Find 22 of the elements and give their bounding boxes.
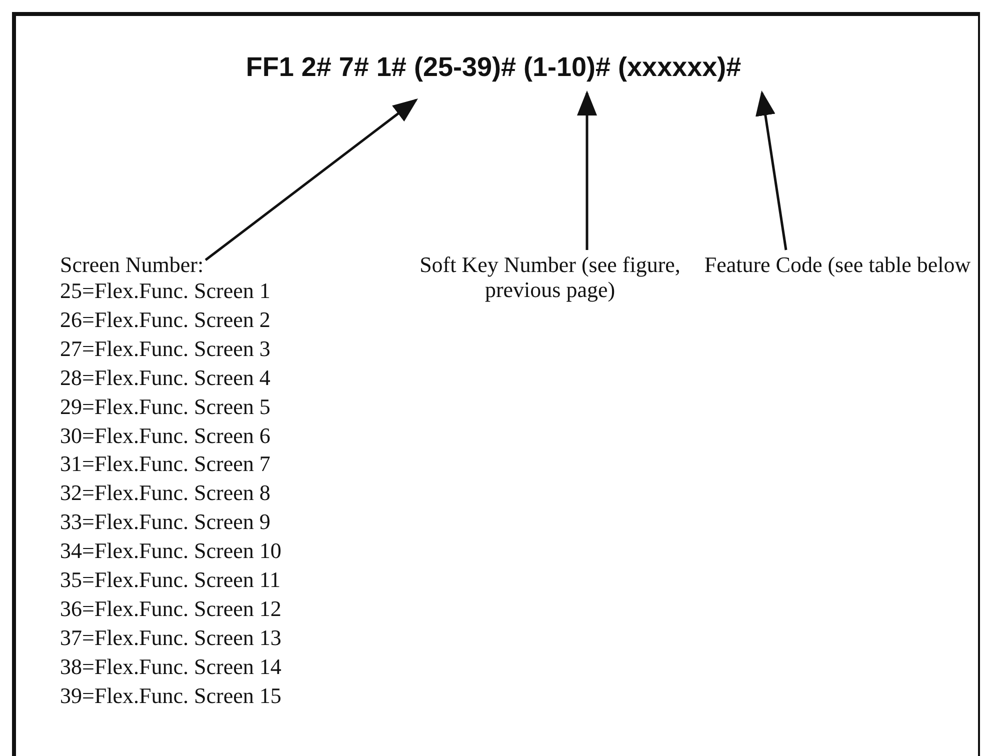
list-item: 25=Flex.Func. Screen 1 — [60, 278, 270, 304]
leader-arrow — [204, 98, 418, 261]
list-item: 34=Flex.Func. Screen 10 — [60, 538, 282, 564]
list-item: 39=Flex.Func. Screen 15 — [60, 682, 282, 709]
annotation-text: Feature Code (see table below — [700, 252, 975, 277]
list-item: 28=Flex.Func. Screen 4 — [60, 364, 270, 391]
list-item: 30=Flex.Func. Screen 6 — [60, 422, 270, 448]
leader-arrow — [756, 90, 788, 250]
list-item: 31=Flex.Func. Screen 7 — [60, 451, 270, 478]
code-line: FF1 2# 7# 1# (25-39)# (1-10)# (xxxxxx)# — [244, 52, 742, 83]
list-item: 35=Flex.Func. Screen 11 — [60, 567, 281, 593]
annotation-text: Soft Key Number (see figure, previous page) — [400, 252, 700, 302]
list-item: 36=Flex.Func. Screen 12 — [60, 596, 282, 622]
list-item: 32=Flex.Func. Screen 8 — [60, 480, 270, 506]
leader-arrow — [577, 90, 597, 250]
list-item: 37=Flex.Func. Screen 13 — [60, 624, 282, 651]
annotation-text: Screen Number: — [60, 252, 260, 277]
list-item: 29=Flex.Func. Screen 5 — [60, 394, 270, 420]
list-item: 26=Flex.Func. Screen 2 — [60, 306, 270, 333]
list-item: 38=Flex.Func. Screen 14 — [60, 654, 282, 680]
list-item: 33=Flex.Func. Screen 9 — [60, 509, 270, 536]
list-item: 27=Flex.Func. Screen 3 — [60, 336, 270, 362]
